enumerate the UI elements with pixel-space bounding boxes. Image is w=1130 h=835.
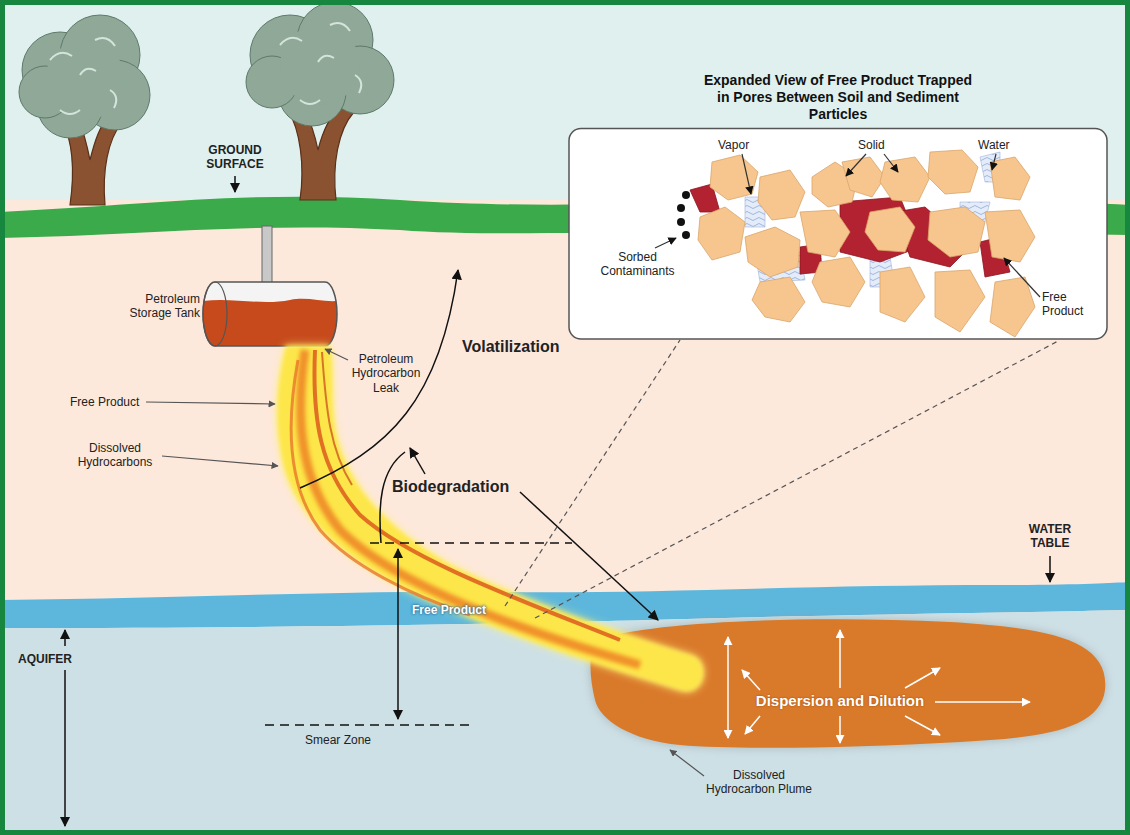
pore-label: Water: [978, 138, 1010, 152]
tree: [19, 15, 150, 205]
dispersion-arrow: [727, 637, 729, 738]
process-arrow: [380, 452, 405, 543]
dispersion-arrow: [742, 670, 760, 690]
sorbed-dot: [677, 218, 685, 226]
soil-particle: [935, 270, 985, 332]
soil-particle: [990, 277, 1035, 337]
plume-label: Free Product: [70, 395, 139, 409]
storage-tank: [195, 299, 345, 350]
leak-label: Petroleum Hydrocarbon Leak: [345, 352, 427, 395]
tree: [50, 38, 116, 114]
sorbed-dot: [682, 191, 690, 199]
inset-heading: Expanded View of Free Product Trapped in…: [698, 72, 978, 122]
process-label: Volatilization: [462, 337, 559, 356]
smear-zone-bracket: [64, 670, 66, 826]
free-product-plume: [277, 346, 703, 691]
leader-line: [1004, 258, 1040, 297]
soil-particle: [800, 210, 850, 257]
process-label: Biodegradation: [392, 477, 509, 496]
soil-particle: [752, 277, 805, 322]
tree: [280, 23, 361, 104]
leader-line: [884, 154, 898, 172]
free-product-plume: [314, 350, 620, 640]
leader-line: [535, 340, 1060, 618]
sorbed-dot: [682, 231, 690, 239]
leader-line: [846, 154, 866, 176]
soil-particle: [985, 210, 1035, 262]
soil-particle: [865, 207, 915, 252]
surface-label: GROUND SURFACE: [195, 143, 275, 172]
soil-particle: [745, 227, 800, 277]
soil-particle: [928, 150, 978, 194]
tree: [246, 2, 394, 200]
soil-particle: [758, 170, 805, 220]
leader-line: [146, 340, 1060, 776]
soil-particle: [990, 157, 1030, 200]
process-arrow: [1049, 556, 1051, 582]
leader-line: [655, 238, 676, 248]
soil-particle: [710, 155, 758, 200]
tree: [45, 40, 125, 120]
dispersion-arrow: [839, 630, 841, 688]
storage-tank: [262, 226, 272, 284]
free-product-label: Free Product: [412, 603, 486, 617]
pore-label: Vapor: [718, 138, 749, 152]
plume-label: Dissolved Hydrocarbons: [70, 441, 160, 470]
zone-label: Smear Zone: [305, 733, 371, 747]
aquifer-label: AQUIFER: [18, 652, 72, 666]
dispersion-arrow: [935, 701, 1030, 703]
storage-tank: [195, 226, 345, 350]
leader-line: [505, 340, 680, 606]
storage-tank: [203, 282, 337, 346]
soil-particle: [698, 207, 745, 260]
process-arrow: [234, 176, 236, 192]
leader-line: [162, 456, 278, 466]
plume-label: Dissolved Hydrocarbon Plume: [700, 768, 818, 797]
water-table-label: WATER TABLE: [1010, 522, 1090, 551]
pore-callouts: [655, 154, 1040, 297]
smear-zone-bracket: [65, 543, 572, 826]
leader-line: [992, 154, 996, 170]
free-product-plume: [277, 346, 703, 691]
process-label: Dispersion and Dilution: [730, 692, 950, 710]
frame-border: [3, 3, 1128, 833]
free-product-plume: [301, 350, 640, 665]
pore-picture: [690, 150, 1035, 337]
free-product-plume: [277, 346, 703, 691]
process-arrow: [520, 492, 658, 620]
smear-zone-bracket: [265, 724, 470, 726]
dispersion-arrow: [905, 716, 940, 735]
inset-frame: [569, 128, 1107, 339]
leader-line: [670, 750, 704, 776]
inset-panel: Expanded View of Free Product Trapped in…: [568, 68, 1108, 340]
dispersion-arrow: [745, 716, 760, 734]
process-arrow: [300, 270, 458, 488]
soil-particle: [880, 157, 930, 202]
dispersion-arrow: [839, 716, 841, 743]
leader-line: [325, 349, 348, 360]
soil-particle: [842, 157, 885, 197]
pore-label: Sorbed Contaminants: [590, 250, 685, 279]
sorbed-dot: [677, 204, 685, 212]
pore-label: Solid: [858, 138, 885, 152]
process-arrow: [410, 448, 425, 474]
dispersion-arrow: [728, 630, 1030, 743]
soil-particle: [928, 207, 985, 257]
soil-particle: [812, 257, 865, 307]
leader-line: [146, 402, 275, 404]
smear-zone-bracket: [64, 630, 66, 646]
tank-label: Petroleum Storage Tank: [118, 292, 200, 321]
storage-tank: [203, 282, 227, 346]
dispersion-arrow: [905, 668, 940, 688]
smear-zone-bracket: [397, 549, 399, 719]
leader-line: [742, 154, 751, 194]
smear-zone-bracket: [370, 542, 572, 544]
pore-label: Free Product: [1042, 290, 1100, 319]
soil-particle: [880, 267, 925, 322]
